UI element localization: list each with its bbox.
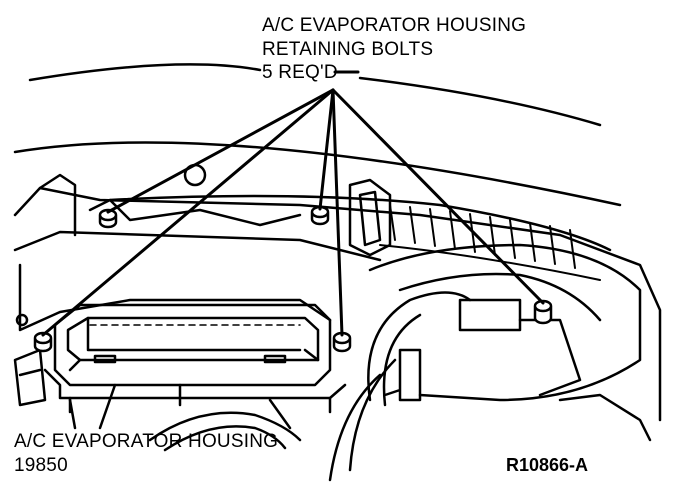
heater-hose-inner — [382, 313, 422, 407]
dash-top-edge — [108, 194, 612, 252]
duct-lower-ledge — [518, 318, 582, 397]
center-bracket-inner — [358, 190, 382, 247]
heater-hose — [367, 291, 472, 402]
dashboard-face — [18, 263, 332, 332]
retaining-bolts — [33, 205, 553, 353]
center-bracket — [348, 178, 392, 257]
bolt-2 — [310, 205, 330, 226]
bolt-4 — [332, 331, 352, 353]
upper-bracket — [38, 173, 302, 237]
left-support — [13, 348, 47, 407]
steering-column-curve — [148, 411, 302, 442]
bolt-1 — [98, 208, 118, 229]
lower-right-bracket — [383, 348, 422, 402]
steering-column-curve-2 — [163, 425, 287, 452]
windshield-outline-right — [358, 76, 602, 127]
evaporator-housing — [43, 303, 347, 414]
wire-harness-2 — [328, 373, 382, 482]
bolt-5 — [533, 299, 553, 325]
plenum-duct — [368, 243, 642, 402]
dashboard-panel — [13, 186, 662, 422]
bolts-callout-line3: 5 REQ'D — [262, 62, 338, 83]
housing-callout-line2: 19850 — [14, 455, 68, 476]
bolt-leader-lines — [41, 70, 545, 337]
bolt-3 — [33, 331, 53, 353]
floor-outline — [558, 393, 652, 442]
housing-leader-lines — [68, 383, 292, 430]
figure-reference-number: R10866-A — [506, 455, 589, 475]
dashboard-lower-edge — [13, 230, 382, 262]
bolts-callout-line1: A/C EVAPORATOR HOUSING — [262, 15, 527, 36]
plenum-duct-inner — [398, 272, 602, 322]
cowl-outline — [13, 141, 622, 207]
wire-harness — [348, 358, 397, 472]
left-fastener — [15, 313, 29, 327]
duct-access-panel — [458, 298, 522, 332]
housing-callout-line1: A/C EVAPORATOR HOUSING — [14, 431, 279, 452]
bolts-callout-line2: RETAINING BOLTS — [262, 39, 434, 60]
dash-vent-slots — [379, 204, 601, 281]
windshield-outline — [28, 63, 262, 82]
